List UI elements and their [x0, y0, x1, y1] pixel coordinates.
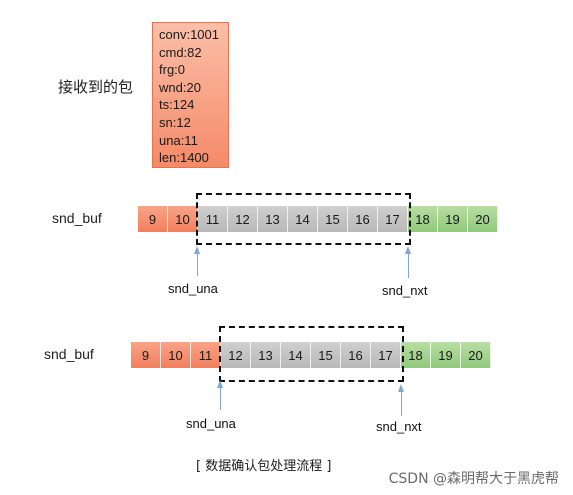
snd-nxt-label-before: snd_nxt [382, 283, 428, 298]
nxt-pointer-after [401, 390, 402, 416]
nxt-pointer-before [408, 252, 409, 278]
snd-buf-after-cell-15: 15 [311, 342, 341, 368]
snd-buf-after-cell-14: 14 [281, 342, 311, 368]
snd-buf-before-cell-15: 15 [318, 206, 348, 232]
snd-buf-after-cell-19: 19 [431, 342, 461, 368]
diagram-caption: [ 数据确认包处理流程 ] [196, 459, 332, 474]
snd-buf-after-cell-20: 20 [461, 342, 491, 368]
snd-buf-before-cell-12: 12 [228, 206, 258, 232]
send-window-before [196, 193, 411, 245]
csdn-watermark: CSDN @森明帮大于黑虎帮 [388, 471, 559, 487]
snd-buf-before-cell-18: 18 [408, 206, 438, 232]
snd-buf-after-cell-9: 9 [131, 342, 161, 368]
packet-field: wnd:20 [159, 79, 201, 95]
una-pointer-after [220, 386, 221, 410]
una-arrow-head-after [217, 380, 223, 388]
packet-field: una:11 [159, 132, 198, 148]
snd-buf-before-cell-14: 14 [288, 206, 318, 232]
snd-buf-after-cell-12: 12 [221, 342, 251, 368]
snd-buf-after-cell-17: 17 [371, 342, 401, 368]
snd-buf-before-cell-11: 11 [198, 206, 228, 232]
snd-buf-after-cell-16: 16 [341, 342, 371, 368]
snd-buf-before-cell-17: 17 [378, 206, 408, 232]
nxt-arrow-head-after [398, 384, 404, 392]
send-window-after [219, 326, 404, 382]
packet-field: frg:0 [159, 62, 186, 78]
snd-buf-after-cell-10: 10 [161, 342, 191, 368]
snd-nxt-label-after: snd_nxt [376, 419, 422, 434]
packet-field: ts:124 [159, 97, 195, 113]
snd-buf-after-cell-11: 11 [191, 342, 221, 368]
snd-buf-after-cell-18: 18 [401, 342, 431, 368]
received-packet-label: 接收到的包 [58, 78, 134, 96]
snd-buf-before-cell-9: 9 [138, 206, 168, 232]
packet-field: sn:12 [159, 114, 191, 130]
snd-buf-before-cell-20: 20 [468, 206, 498, 232]
received-packet-box: conv:1001 cmd:82 frg:0 wnd:20 ts:124 sn:… [152, 22, 229, 168]
snd-buf-label-after: snd_buf [44, 346, 94, 362]
snd-buf-before-cell-13: 13 [258, 206, 288, 232]
snd-buf-before-cell-10: 10 [168, 206, 198, 232]
snd-buf-after-cell-13: 13 [251, 342, 281, 368]
snd-una-label-after: snd_una [186, 416, 236, 431]
snd-buf-label-before: snd_buf [52, 210, 102, 226]
packet-field: cmd:82 [159, 44, 202, 60]
una-arrow-head-before [194, 246, 200, 254]
packet-field: conv:1001 [159, 27, 219, 42]
snd-buf-before-cell-19: 19 [438, 206, 468, 232]
packet-field: len:1400 [159, 150, 209, 166]
snd-una-label-before: snd_una [168, 281, 218, 296]
snd-buf-before-cell-16: 16 [348, 206, 378, 232]
una-pointer-before [197, 252, 198, 276]
nxt-arrow-head-before [405, 246, 411, 254]
